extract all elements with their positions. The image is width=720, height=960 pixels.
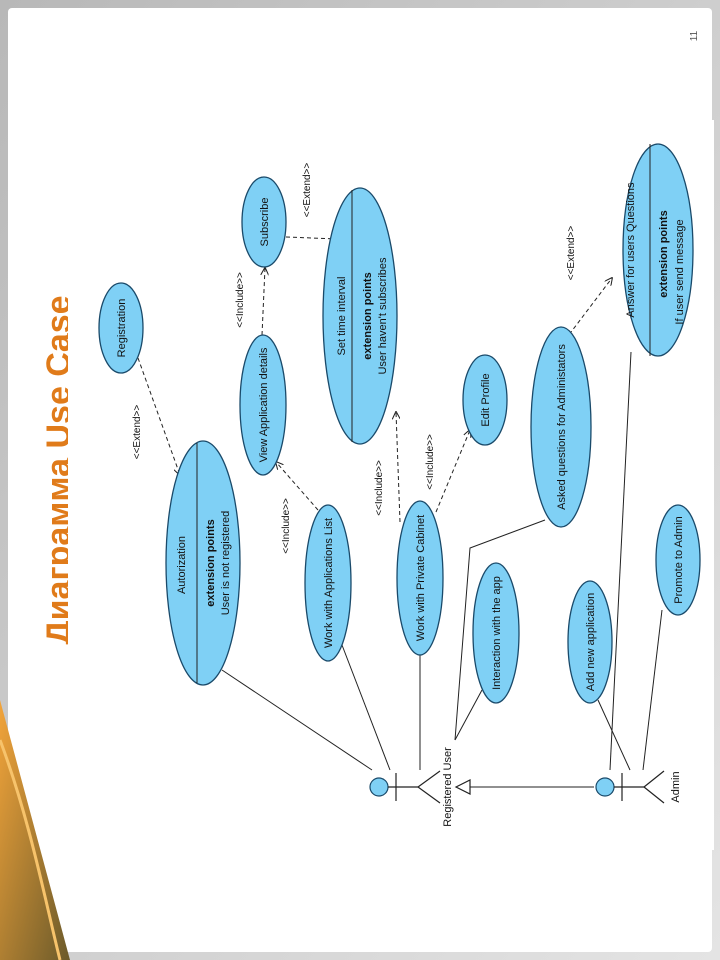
use-case-asked-questions: Asked questions for Administators [530,326,592,528]
use-case-private-cabinet: Work with Private Cabinet [396,500,444,656]
use-case-diagram: <<Extend>> <<Include>> <<Extend>> <<Incl… [98,143,701,827]
use-case-label: Asked questions for Administators [556,344,568,510]
extension-points-heading: extension points [658,210,670,297]
assoc-admin-promote [642,609,663,771]
use-case-label: Add new application [585,593,597,691]
extension-point: User is not registered [220,511,232,616]
extension-points-heading: extension points [205,519,217,606]
stereotype-include-cabinet-edit: <<Include>> [425,434,436,490]
use-case-label: Promote to Admin [673,516,685,603]
use-case-add-app: Add new application [567,580,613,704]
stereotype-include-view-subscribe: <<Include>> [235,272,246,328]
generalization-arrowhead [454,779,471,795]
use-case-label: Edit Profile [480,373,492,426]
assoc-admin-add-app [597,699,631,771]
dep-list-view [276,462,319,511]
corner-swoosh [0,739,62,960]
use-case-set-time-interval: Set time interval extension points User … [322,187,398,445]
extension-points-heading: extension points [362,272,374,359]
stereotype-extend-subscribe-settime: <<Extend>> [302,163,313,218]
stereotype-extend-asked-answer: <<Extend>> [566,226,577,281]
use-case-answer-questions: Answer for users Questions extension poi… [622,143,694,357]
use-case-promote: Promote to Admin [655,504,701,616]
diagram-panel [68,120,714,850]
use-case-edit-profile: Edit Profile [462,354,508,446]
stereotype-include-list-view: <<Include>> [281,498,292,554]
extension-point: User haven't subscribes [377,257,389,375]
use-case-view-details: View Application details [239,334,287,476]
use-case-label: Interaction with the app [491,576,503,690]
use-case-registration: Registration [98,282,144,374]
actor-label: Admin [670,771,682,802]
use-case-label: Registration [116,299,128,358]
use-case-work-list: Work with Applications List [304,504,352,662]
assoc-user-asked [454,519,546,741]
use-case-label: Subscribe [259,198,271,247]
use-case-interaction: Interaction with the app [472,562,520,704]
use-case-label: View Application details [258,347,270,462]
actor-label: Registered User [442,747,454,827]
use-case-label: Work with Applications List [323,518,335,648]
extension-point: If user send message [674,219,686,324]
use-case-label: Work with Private Cabinet [415,515,427,641]
page-number: 11 [689,30,700,41]
stereotype-include-cabinet-settime: <<Include>> [374,460,385,516]
assoc-user-autorization [221,669,373,771]
use-case-label: Set time interval [336,277,348,356]
assoc-admin-answer [609,351,632,771]
dep-subscribe-settime [285,237,338,239]
dep-asked-answer [564,278,612,341]
corner-decoration [0,700,70,960]
use-case-autorization: Autorization extension points User is no… [165,440,241,686]
use-case-label: Autorization [176,536,188,594]
actor-admin: Admin [595,770,682,804]
dep-cabinet-edit [435,430,470,513]
use-case-subscribe: Subscribe [241,176,287,268]
assoc-user-work-list [341,644,391,771]
actor-registered-user: Registered User [369,747,454,827]
stereotype-extend-registration: <<Extend>> [132,405,143,460]
dep-cabinet-settime [396,412,401,523]
use-case-label: Answer for users Questions [625,182,637,318]
assoc-user-interaction [454,689,483,741]
